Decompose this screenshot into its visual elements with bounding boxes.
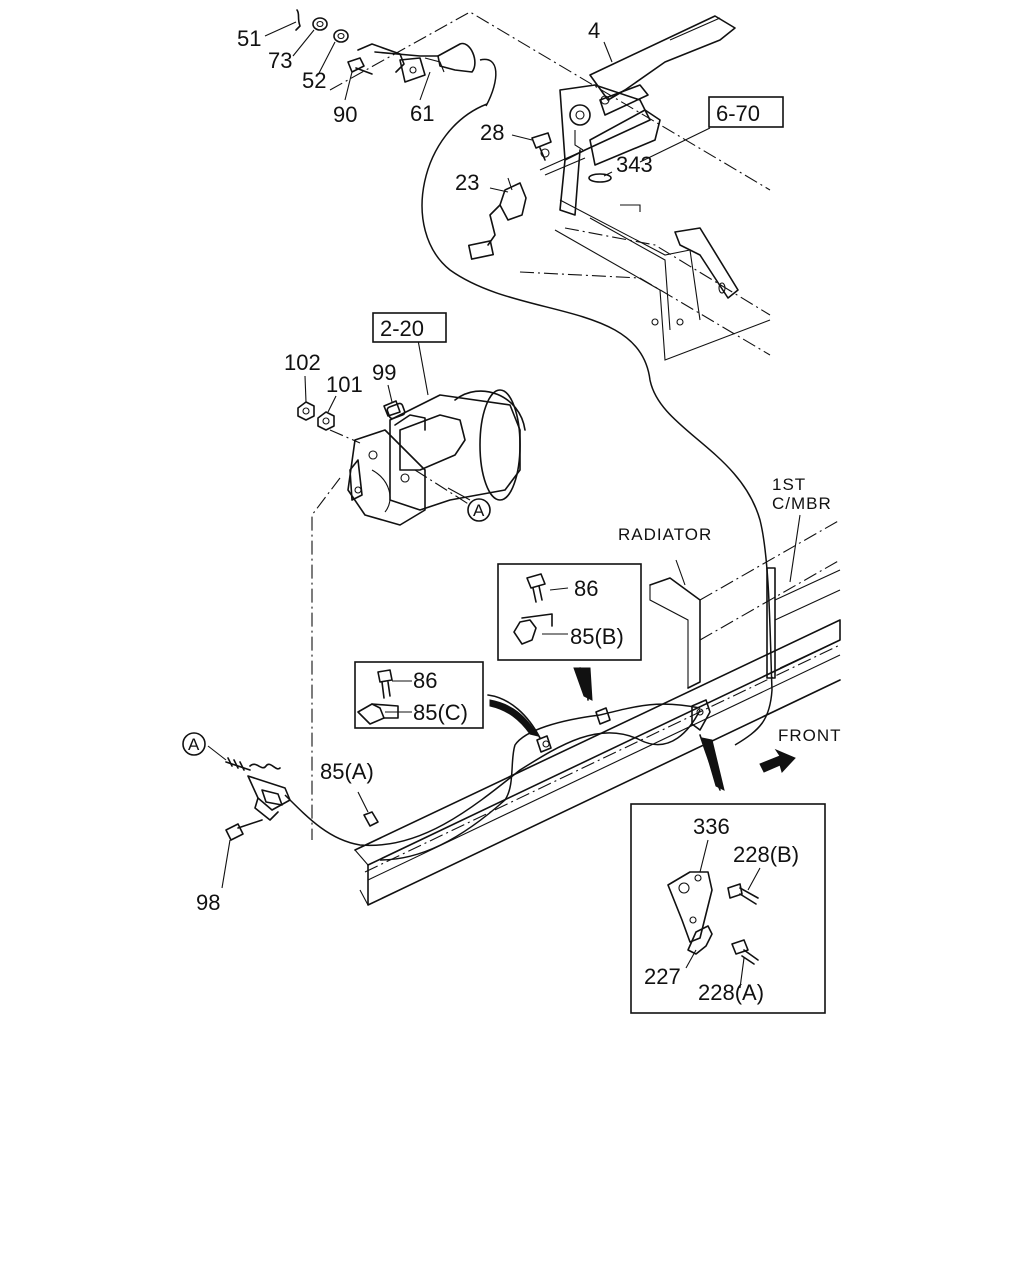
callout-85c: 85(C) xyxy=(413,700,468,725)
note-1st: 1ST xyxy=(772,475,806,494)
callout-227: 227 xyxy=(644,964,681,989)
ref-box-2-20[interactable]: 2-20 xyxy=(372,312,447,343)
callout-98: 98 xyxy=(196,890,220,915)
cable-clips xyxy=(536,699,711,753)
transmission-housing xyxy=(347,389,526,526)
callout-101: 101 xyxy=(326,372,363,397)
callout-51: 51 xyxy=(237,26,261,51)
note-front: FRONT xyxy=(778,726,842,745)
callout-102: 102 xyxy=(284,350,321,375)
callout-228b: 228(B) xyxy=(733,842,799,867)
callout-228a: 228(A) xyxy=(698,980,764,1005)
callout-73: 73 xyxy=(268,48,292,73)
callout-343: 343 xyxy=(616,152,653,177)
inset-box-bracket xyxy=(630,803,826,1014)
callout-85a: 85(A) xyxy=(320,759,374,784)
bolt-28 xyxy=(531,132,552,161)
inset-pointers xyxy=(487,667,725,791)
callout-61: 61 xyxy=(410,101,434,126)
rear-brake-cable xyxy=(284,709,701,847)
fasteners-102-101-99 xyxy=(297,400,401,431)
clip-343 xyxy=(588,173,612,183)
callout-99: 99 xyxy=(372,360,396,385)
callout-86-top: 86 xyxy=(574,576,598,601)
marker-a-cable: A xyxy=(182,732,206,756)
callout-28: 28 xyxy=(480,120,504,145)
ref-2-20-label: 2-20 xyxy=(380,316,424,341)
callout-336: 336 xyxy=(693,814,730,839)
callout-85b: 85(B) xyxy=(570,624,624,649)
marker-a-transmission: A xyxy=(467,498,491,522)
ref-box-6-70[interactable]: 6-70 xyxy=(708,96,784,128)
marker-a-transmission-label: A xyxy=(473,501,485,520)
clip-85a xyxy=(363,811,379,827)
front-brake-cable xyxy=(421,103,773,691)
frame-side-rail xyxy=(354,519,841,906)
cable-end-assembly xyxy=(225,757,291,841)
cab-floor-outline xyxy=(329,11,771,361)
brake-switch xyxy=(467,177,527,260)
cable-end-hardware xyxy=(295,9,497,107)
note-radiator: RADIATOR xyxy=(618,525,712,544)
callout-52: 52 xyxy=(302,68,326,93)
callout-86-mid: 86 xyxy=(413,668,437,693)
parking-brake-lever xyxy=(539,15,736,216)
ref-6-70-label: 6-70 xyxy=(716,101,760,126)
cable-guide-tube xyxy=(766,567,776,679)
front-arrow-icon xyxy=(759,748,796,773)
inset-box-85c xyxy=(354,661,484,729)
callout-4: 4 xyxy=(588,18,600,43)
note-cmbr: C/MBR xyxy=(772,494,832,513)
inset-box-85b xyxy=(497,563,642,661)
marker-a-cable-label: A xyxy=(188,735,200,754)
leader-lines xyxy=(207,21,801,989)
callout-23: 23 xyxy=(455,170,479,195)
callout-90: 90 xyxy=(333,102,357,127)
